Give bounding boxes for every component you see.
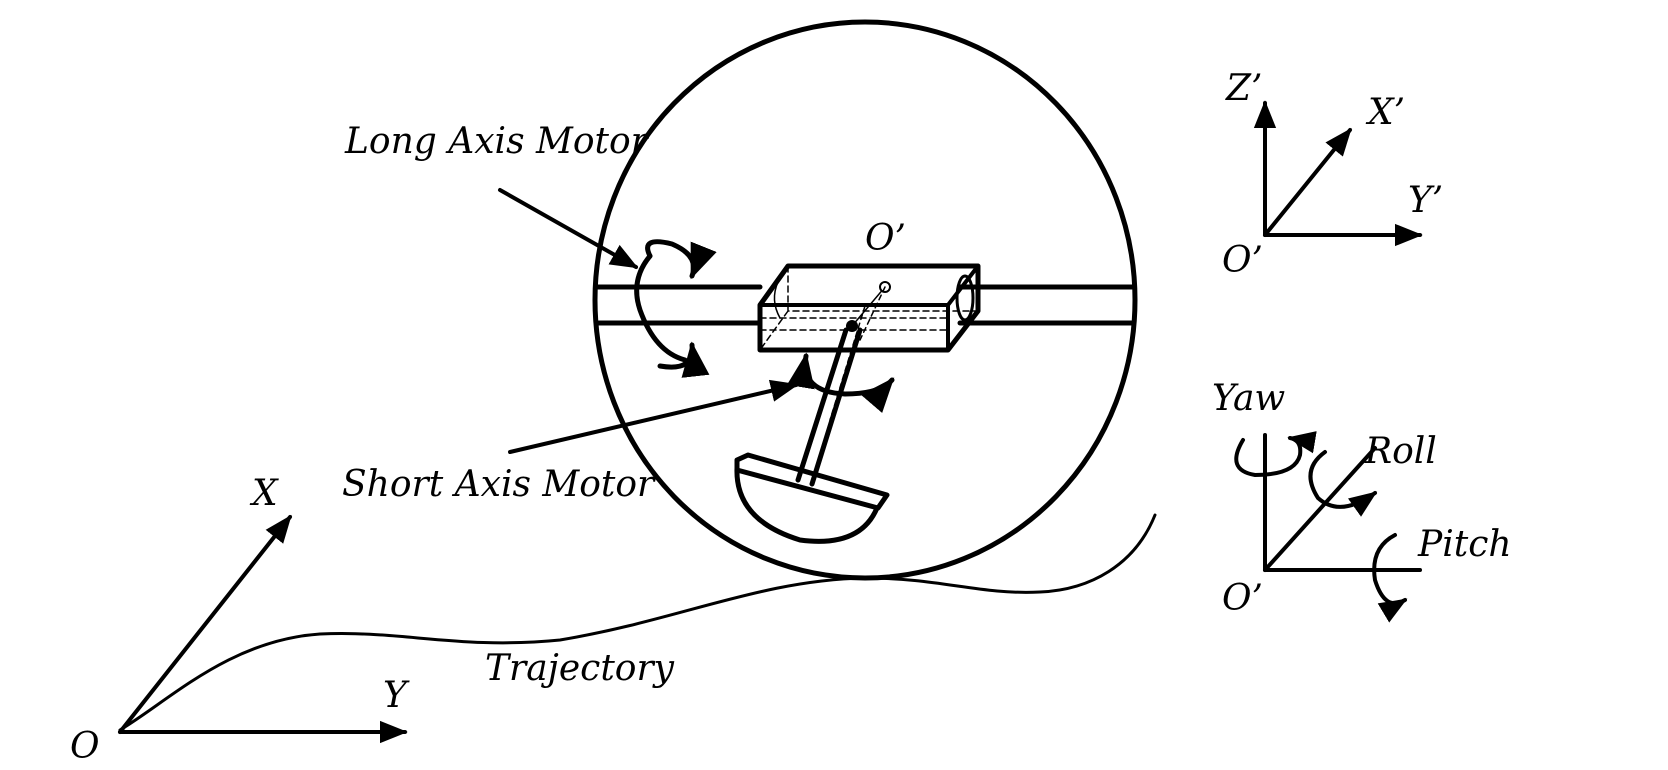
body-frame xyxy=(1253,100,1423,247)
short-axis-leader xyxy=(508,379,799,454)
long-axis-motor-label: Long Axis Motor xyxy=(344,121,650,162)
pitch-rotation-arrow xyxy=(1372,533,1408,623)
frame1-z-label: Z’ xyxy=(1225,68,1262,109)
sphere-shell xyxy=(592,19,1138,581)
yaw-label: Yaw xyxy=(1212,378,1285,419)
long-axis-leader xyxy=(498,188,639,269)
pitch-label: Pitch xyxy=(1417,524,1512,565)
trajectory-label: Trajectory xyxy=(485,648,675,689)
frame1-x-label: X’ xyxy=(1365,92,1405,133)
roll-rotation-arrow xyxy=(1308,450,1378,517)
short-axis-motor-label: Short Axis Motor xyxy=(342,464,656,505)
world-x-label: X xyxy=(249,473,279,514)
world-y-label: Y xyxy=(383,675,410,716)
long-axis-rotation-arrow xyxy=(634,239,717,378)
yaw-rotation-arrow xyxy=(1234,431,1317,477)
attitude-frame xyxy=(1234,431,1422,623)
world-frame xyxy=(118,514,408,744)
short-axis-rotation-arrow xyxy=(787,352,895,414)
world-origin-label: O xyxy=(70,726,100,767)
frame1-origin-label: O’ xyxy=(1222,240,1263,281)
motor-housing xyxy=(757,263,981,353)
long-axis-shaft xyxy=(594,284,1136,326)
pendulum xyxy=(734,281,891,544)
body-origin-label: O’ xyxy=(865,218,906,259)
frame2-origin-label: O’ xyxy=(1222,578,1263,619)
roll-label: Roll xyxy=(1364,431,1437,472)
frame1-y-label: Y’ xyxy=(1408,180,1443,221)
trajectory-curve xyxy=(118,513,1157,732)
